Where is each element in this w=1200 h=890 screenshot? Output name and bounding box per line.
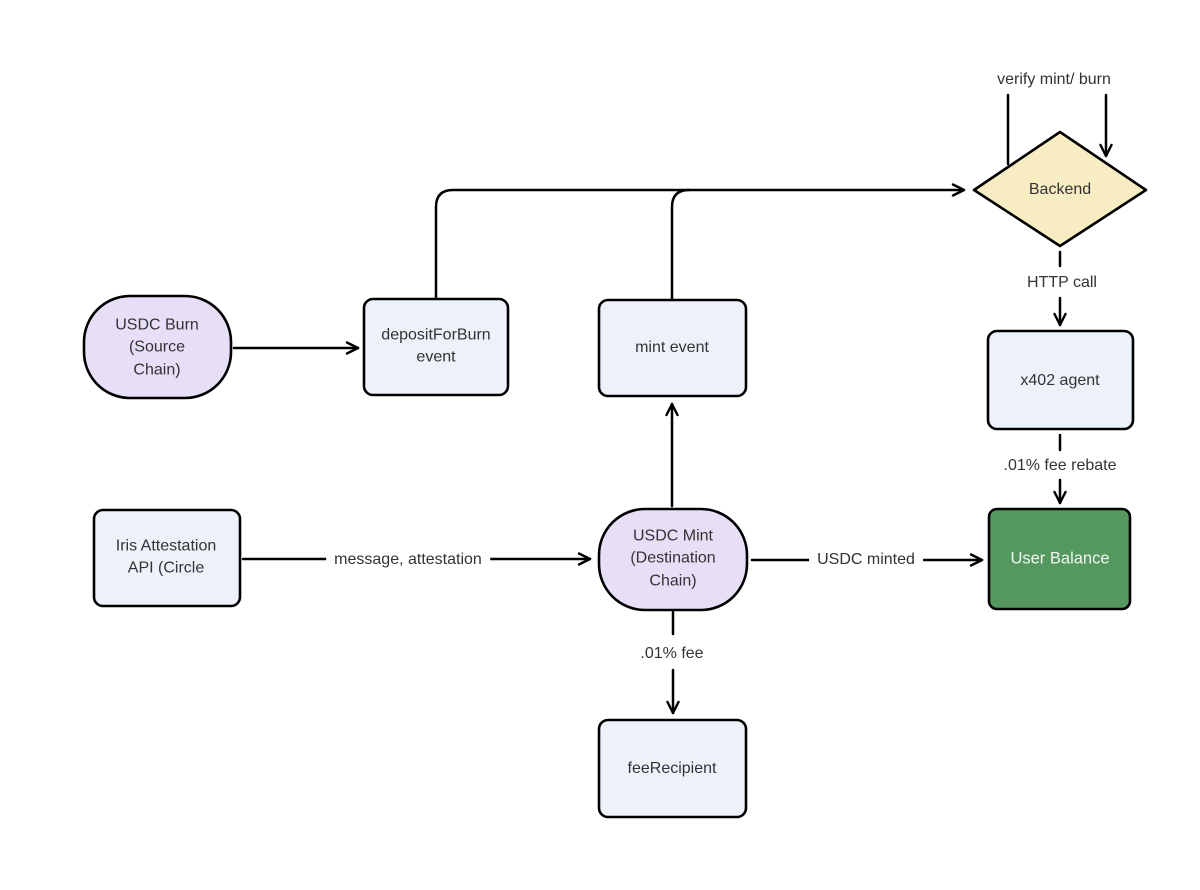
edge-deposit-to-backend [434,183,966,301]
node-user-balance-shape [987,507,1132,611]
node-x402-agent-label: x402 agent [1020,371,1100,389]
node-x402-agent-shape [986,329,1135,431]
node-usdc-mint-label: USDC Mint (Destination Chain) [630,527,716,590]
node-usdc-burn-shape [82,294,233,400]
node-deposit-for-burn-label: depositForBurn event [381,326,491,366]
node-iris-api-shape [92,508,242,608]
node-iris-api-label: Iris Attestation API (Circle [115,537,217,577]
edge-label-fee: .01% fee [640,644,704,662]
node-usdc-burn-label: USDC Burn (Source Chain) [115,316,199,379]
edge-label-http-call: HTTP call [1027,273,1097,291]
edge-label-usdc-minted: USDC minted [809,548,923,572]
edge-mintevent-to-backend-join [670,188,691,302]
node-usdc-mint-shape [597,507,749,612]
node-deposit-for-burn-shape [362,297,510,397]
node-mint-event-label: mint event [635,338,709,356]
edge-label-fee-rebate: .01% fee rebate [1003,456,1117,474]
node-backend-shape [972,130,1148,248]
edge-label-message-attestation: message, attestation [326,548,490,572]
node-fee-recipient-label: feeRecipient [627,759,717,777]
node-fee-recipient-shape [597,718,748,819]
edge-label-verify-mint-burn: verify mint/ burn [997,70,1111,88]
node-user-balance-label: User Balance [1010,549,1110,568]
node-backend-label: Backend [1028,180,1092,198]
node-mint-event-shape [597,298,748,398]
